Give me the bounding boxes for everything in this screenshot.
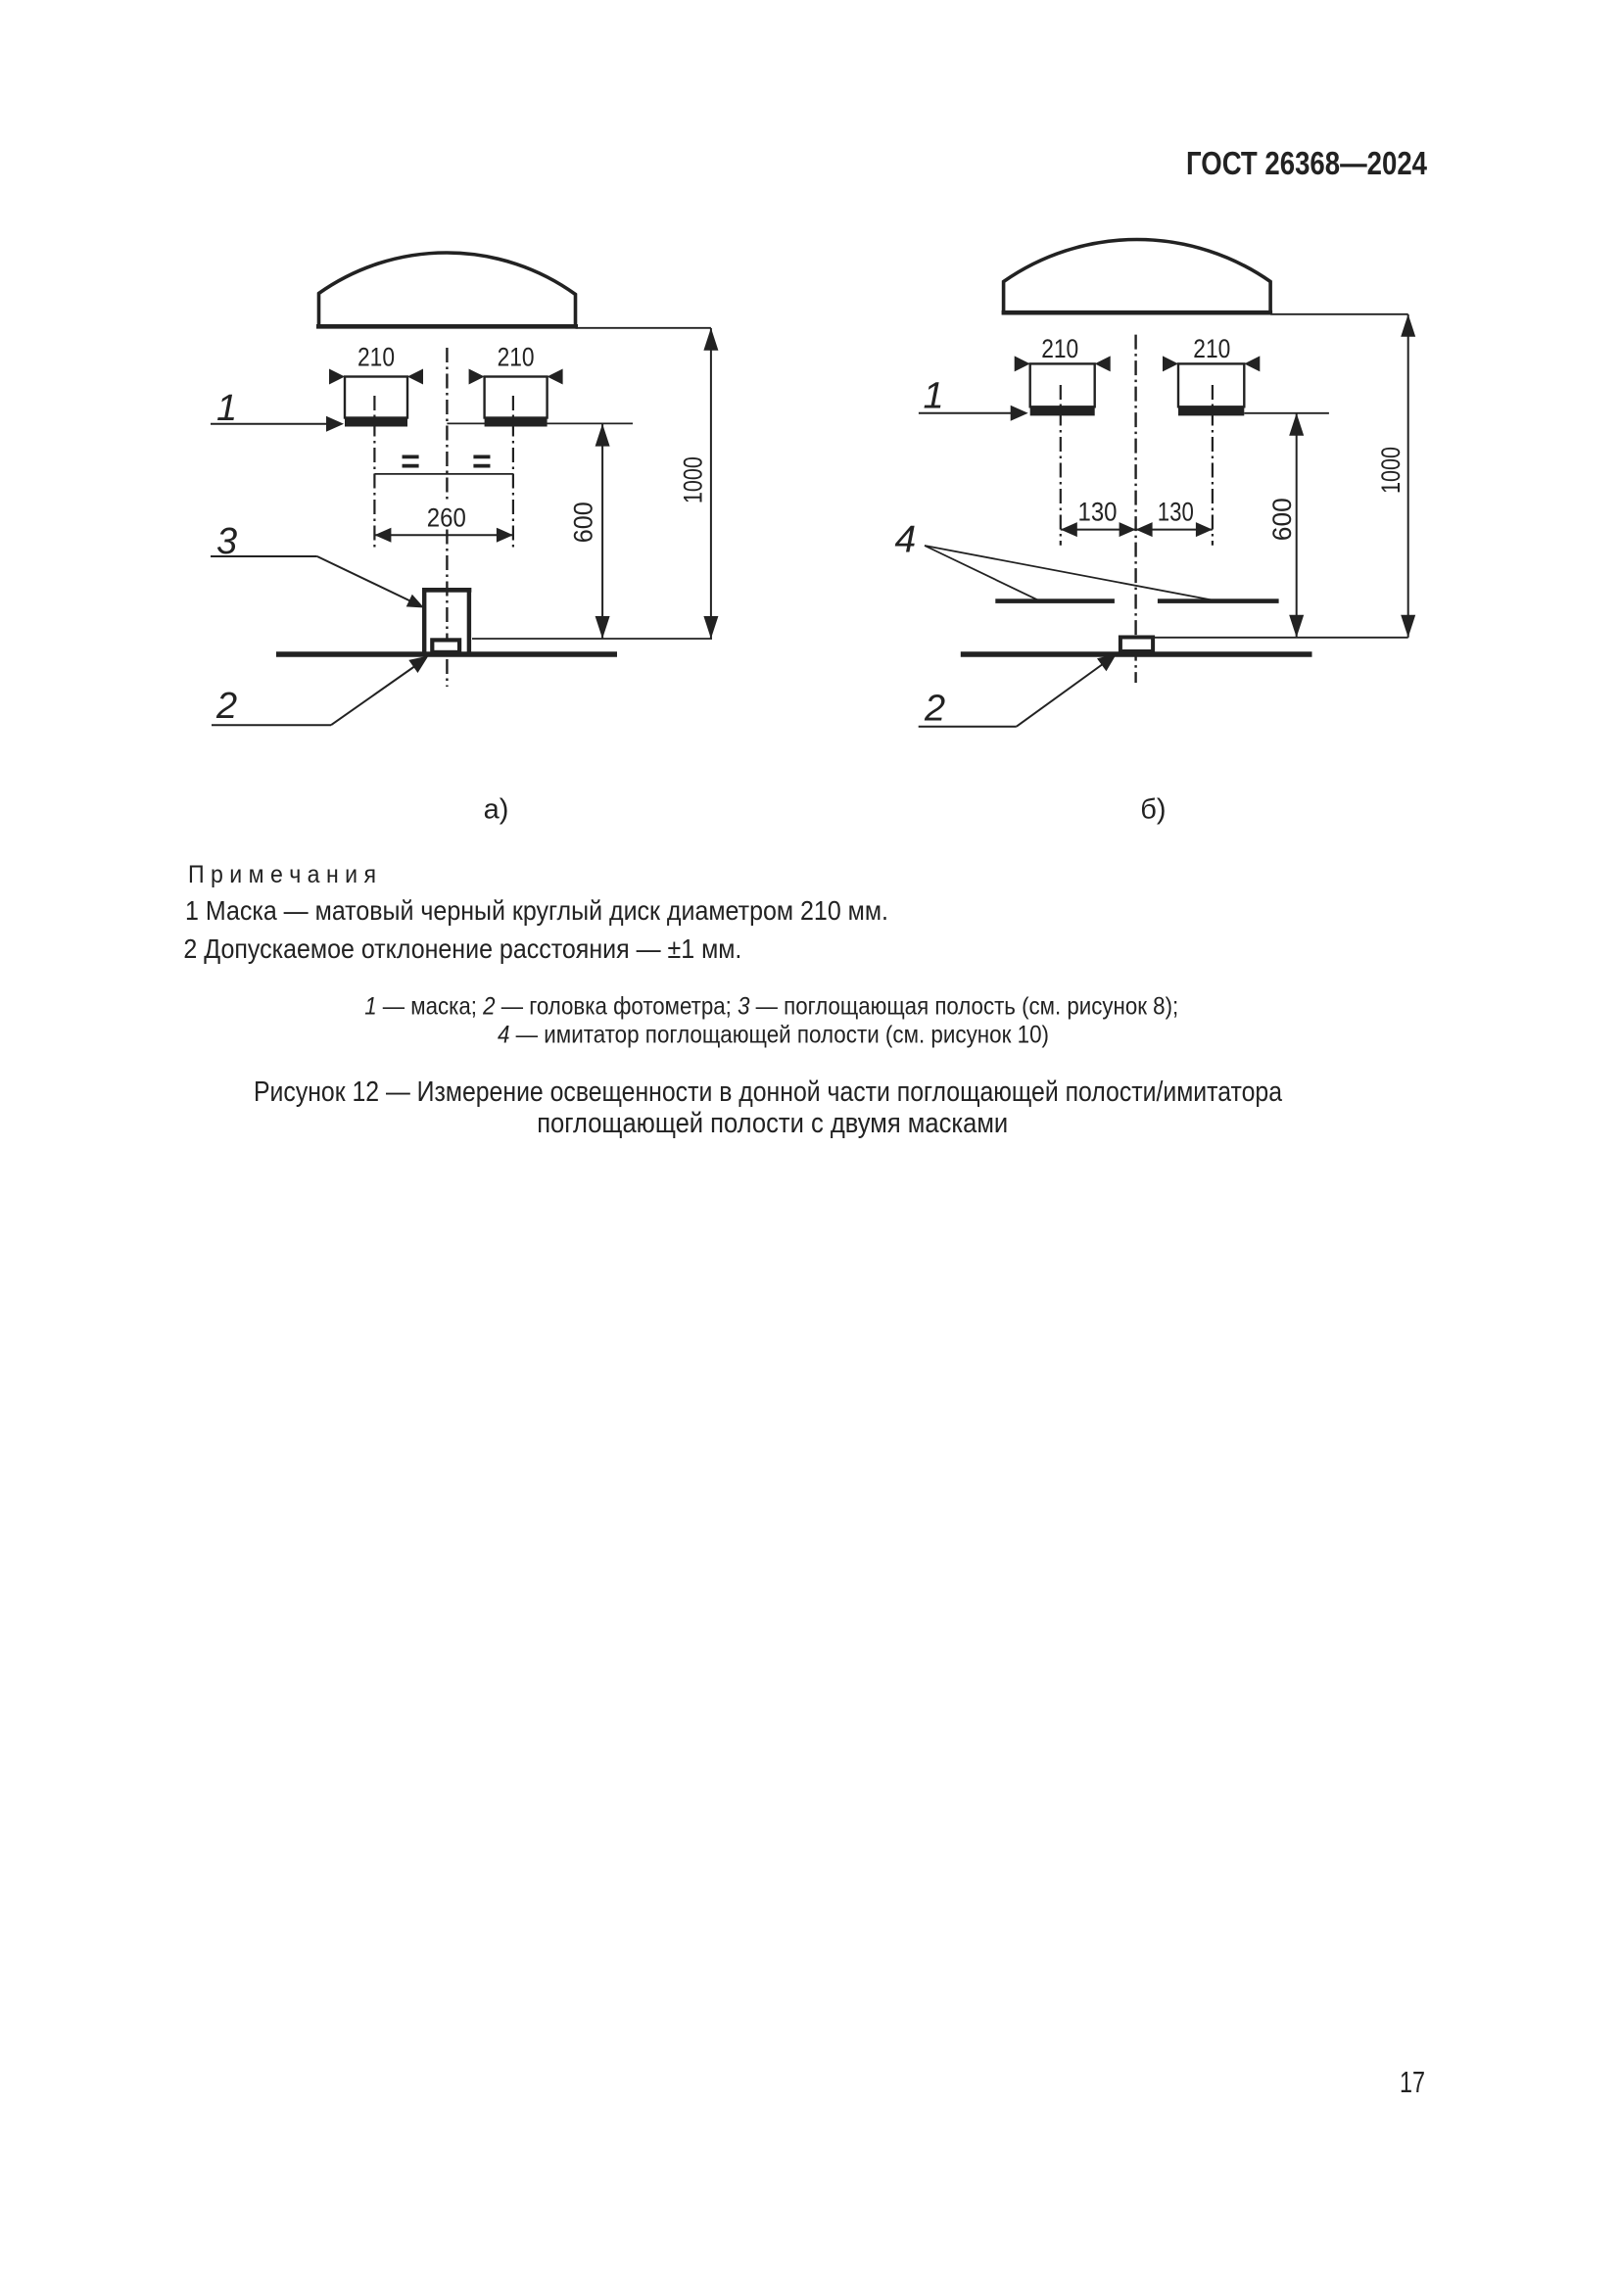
svg-text:4 — имитатор поглощающей полос: 4 — имитатор поглощающей полости (см. ри… <box>498 1022 1049 1049</box>
svg-text:4: 4 <box>895 519 917 561</box>
svg-text:210: 210 <box>1193 334 1230 363</box>
svg-text:1 — маска; 2 — головка фотомет: 1 — маска; 2 — головка фотометра; 3 — по… <box>364 993 1178 1021</box>
svg-text:600: 600 <box>569 502 598 543</box>
svg-text:2: 2 <box>215 686 237 727</box>
svg-text:поглощающей полости с двумя ма: поглощающей полости с двумя масками <box>537 1108 1008 1139</box>
svg-text:а): а) <box>484 794 509 826</box>
svg-text:ГОСТ 26368—2024: ГОСТ 26368—2024 <box>1186 145 1428 181</box>
svg-text:П р и м е ч а н и я: П р и м е ч а н и я <box>188 861 376 888</box>
svg-text:210: 210 <box>498 343 535 372</box>
svg-text:210: 210 <box>357 343 395 372</box>
svg-text:1 Маска — матовый черный кругл: 1 Маска — матовый черный круглый диск ди… <box>185 895 888 926</box>
svg-text:Рисунок 12 — Измерение освещен: Рисунок 12 — Измерение освещенности в до… <box>254 1076 1282 1108</box>
svg-text:130: 130 <box>1158 498 1194 527</box>
svg-text:2 Допускаемое отклонение расст: 2 Допускаемое отклонение расстояния — ±1… <box>183 933 741 964</box>
svg-text:1: 1 <box>216 388 237 429</box>
svg-text:=: = <box>472 444 492 481</box>
svg-text:1: 1 <box>924 376 944 417</box>
svg-text:б): б) <box>1140 794 1166 826</box>
svg-text:1000: 1000 <box>1376 447 1406 494</box>
svg-text:17: 17 <box>1400 2065 1425 2099</box>
svg-text:130: 130 <box>1078 498 1118 527</box>
svg-text:3: 3 <box>216 521 237 562</box>
svg-text:600: 600 <box>1267 498 1297 541</box>
svg-text:210: 210 <box>1041 334 1078 363</box>
svg-text:=: = <box>401 444 420 481</box>
svg-text:2: 2 <box>924 689 945 730</box>
svg-text:1000: 1000 <box>679 456 708 503</box>
svg-text:260: 260 <box>427 503 466 533</box>
